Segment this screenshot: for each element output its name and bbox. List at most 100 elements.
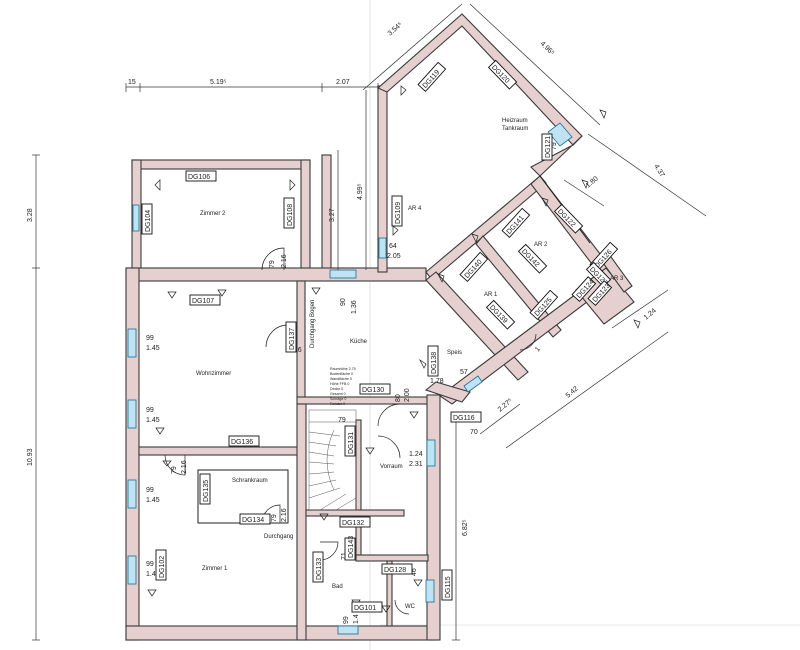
dim-label-542: 5.42 — [565, 385, 580, 399]
dim-124 — [611, 289, 669, 329]
dim-label-682: 6.82⁵ — [462, 519, 469, 536]
opening-79: 79 — [171, 466, 178, 474]
tag-dg115: DG115 — [441, 569, 453, 601]
tag-dg139: DG139 — [485, 299, 516, 330]
dim-180 — [563, 179, 605, 207]
room-schrankraum: Schrankraum — [232, 478, 268, 484]
tag-dg109-text: DG109 — [395, 202, 402, 224]
opening-216: 2.16 — [281, 508, 288, 522]
room-wc: WC — [405, 604, 416, 610]
marker-triangle — [599, 109, 607, 119]
tag-dg143: DG143 — [344, 536, 356, 561]
tag-dg115-text: DG115 — [445, 576, 452, 598]
room-heizraum: Heizraum — [502, 118, 528, 124]
legend-line: Höhe FFB 0 — [330, 382, 349, 386]
door-wohnzimmer — [265, 324, 289, 348]
room-zimmer2: Zimmer 2 — [200, 211, 226, 217]
opening-216: 2.16 — [181, 460, 188, 474]
dim-label-15: 15 — [128, 79, 136, 86]
dim-label-207: 2.07 — [336, 79, 350, 86]
room-ar1: AR 1 — [484, 292, 498, 298]
opening-90: 90 — [340, 298, 347, 306]
room-zimmer1: Zimmer 1 — [202, 566, 228, 572]
legend-line: Decke 0 — [330, 387, 343, 391]
room-durchgang-bogen: Durchgang Bogen — [310, 300, 316, 348]
opening-71: 71 — [341, 552, 348, 560]
tag-dg108-text: DG108 — [287, 204, 294, 226]
stair-step — [308, 461, 335, 465]
tag-dg132: DG132 — [339, 516, 371, 528]
marker-triangle — [471, 233, 479, 243]
element-tags: DG106 DG107 DG136 DG134 DG130 DG132 DG12… — [141, 59, 619, 613]
stair-curve — [326, 429, 335, 491]
marker-triangle — [154, 179, 161, 191]
wall-stair-right — [355, 419, 362, 556]
wall-bad-wc — [355, 554, 429, 562]
tag-dg101-text: DG101 — [354, 605, 376, 612]
tag-dg133-text: DG133 — [316, 558, 323, 580]
stair-step — [308, 441, 337, 447]
legend-line: Wandfläche 0 — [330, 377, 352, 381]
stair-step — [319, 493, 347, 511]
marker-triangle — [311, 287, 321, 295]
dim-label-499: 4.99⁵ — [357, 183, 364, 200]
opening-79: 79 — [271, 514, 278, 522]
opening-46: 46 — [411, 568, 418, 576]
door-ar1 — [519, 333, 537, 351]
opening-99: 99 — [146, 407, 154, 414]
opening-145: 1.45 — [146, 417, 160, 424]
opening-145: 1.4 — [353, 614, 360, 624]
dim-label-328: 3.28 — [27, 208, 34, 222]
dim-label-227: 2.27⁵ — [497, 397, 514, 413]
opening-145: 1.45 — [146, 571, 160, 578]
room-vorraum: Vorraum — [380, 464, 403, 470]
tag-dg136: DG136 — [228, 435, 260, 447]
wall-central-vertical — [296, 403, 307, 641]
marker-triangle — [633, 319, 641, 329]
tag-dg138: DG138 — [427, 345, 439, 377]
opening-79: 79 — [269, 260, 276, 268]
tag-dg119: DG119 — [417, 61, 447, 92]
marker-triangle — [155, 427, 165, 435]
opening-80: 80 — [395, 394, 402, 402]
opening-178: 1.78 — [430, 378, 444, 385]
stair-step — [308, 487, 341, 499]
wall-wohnzimmer-bottom — [138, 446, 306, 456]
opening-216: 2.16 — [281, 254, 288, 268]
tag-dg106: DG106 — [185, 170, 217, 182]
legend-line: Schräge 0 — [330, 397, 346, 401]
opening-136: 1.36 — [351, 300, 358, 314]
tag-dg131-text: DG131 — [348, 432, 355, 454]
tag-dg142: DG142 — [517, 243, 548, 274]
door-wc — [394, 599, 410, 615]
room-durchgang: Durchgang — [264, 534, 293, 540]
marker-triangle — [409, 411, 419, 419]
wall-wohn-kueche — [296, 280, 306, 400]
tag-dg102-text: DG102 — [159, 556, 166, 578]
wall-wc-left — [386, 560, 393, 627]
dim-label-327: 3.27 — [329, 208, 336, 222]
opening-64: 64 — [389, 243, 397, 250]
window-zimmer2 — [132, 204, 140, 232]
staircase — [308, 409, 357, 511]
wall-vorraum-right — [426, 394, 441, 641]
wall-ar4-diagonal — [425, 175, 547, 281]
opening-200: 2.00 — [404, 388, 411, 402]
room-ar3: AR 3 — [610, 276, 624, 282]
tag-dg135: DG135 — [199, 473, 211, 505]
dim-label-437: 4.37 — [652, 163, 665, 178]
room-bad: Bad — [332, 584, 343, 590]
dim-label-496: 4.96⁵ — [539, 40, 556, 57]
marker-triangle — [319, 513, 329, 521]
tag-dg106-text: DG106 — [188, 174, 210, 181]
dim-label-124: 1.24 — [643, 307, 658, 321]
dim-label-519: 5.19⁵ — [210, 79, 227, 86]
dim-542 — [505, 331, 669, 449]
door-schrankraum-left — [164, 454, 186, 476]
dim-label-70: 70 — [470, 429, 478, 436]
stair-step — [308, 451, 335, 457]
room-tankraum: Tankraum — [502, 126, 528, 132]
tag-dg107-text: DG107 — [192, 298, 214, 305]
opening-99: 99 — [343, 616, 350, 624]
